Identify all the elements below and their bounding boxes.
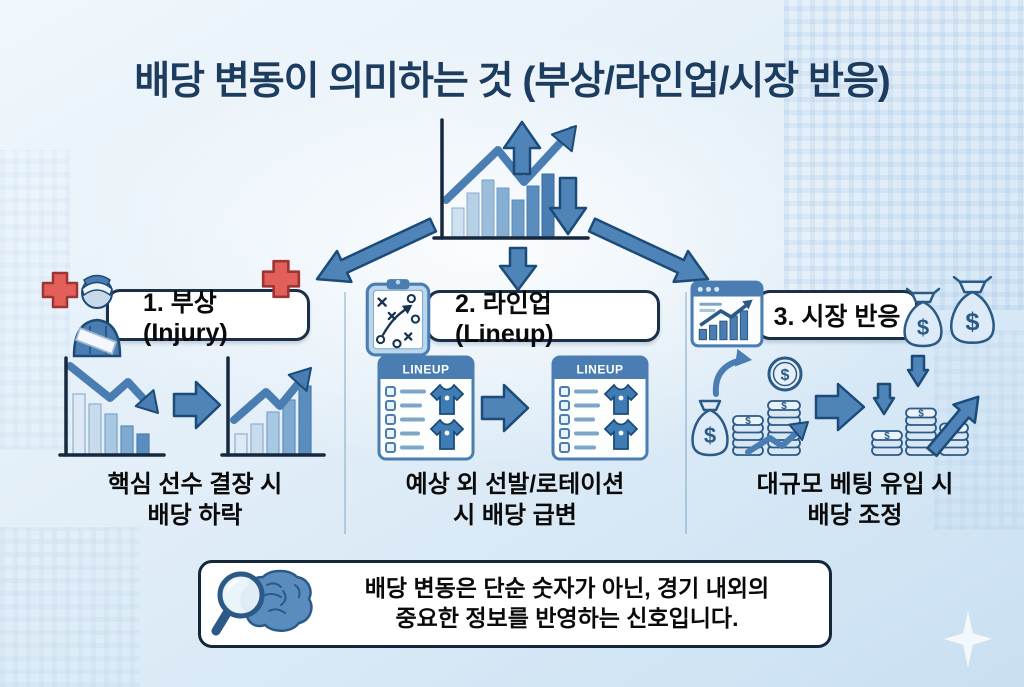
svg-text:$: $ <box>917 315 929 340</box>
lineup-change-graphic: LINEUP <box>377 355 649 461</box>
header-label-market: 3. 시장 반응 <box>773 303 901 331</box>
svg-text:$: $ <box>704 423 716 448</box>
branch-arrow-down <box>498 246 538 292</box>
svg-text:$: $ <box>918 409 924 420</box>
caption-injury-line1: 핵심 선수 결장 시 <box>107 471 283 498</box>
red-cross-icon <box>261 259 301 299</box>
magnifier-brain-icon <box>211 569 313 636</box>
footer-note-line1: 배당 변동은 단순 숫자가 아닌, 경기 내외의 <box>364 575 770 602</box>
header-box-lineup: 2. 라인업 (Lineup) <box>426 290 660 348</box>
odds-drop-to-rise-graphic <box>58 356 326 457</box>
svg-text:$: $ <box>884 431 890 442</box>
pixel-texture-bottom-left <box>0 527 140 687</box>
betting-inflow-graphic: $ $ $ $ <box>691 348 980 458</box>
tactics-clipboard-icon <box>365 279 431 357</box>
svg-text:LINEUP: LINEUP <box>576 363 623 377</box>
pixel-texture-top-right <box>784 0 1024 310</box>
footer-note-line2: 중요한 정보를 반영하는 신호입니다. <box>395 605 739 631</box>
svg-text:$: $ <box>965 308 979 336</box>
header-label-injury: 1. 부상 (Injury) <box>143 288 228 347</box>
footer-note-text: 배당 변동은 단순 숫자가 아닌, 경기 내외의 중요한 정보를 반영하는 신호… <box>315 574 819 634</box>
lineup-card: LINEUP <box>377 355 475 461</box>
page-title: 배당 변동이 의미하는 것 (부상/라인업/시장 반응) <box>134 60 891 103</box>
header-box-market: 3. 시장 반응 <box>756 290 918 340</box>
svg-text:$: $ <box>781 401 787 412</box>
column-divider-1 <box>344 292 346 534</box>
caption-injury-line2: 배당 하락 <box>147 501 243 529</box>
caption-injury: 핵심 선수 결장 시 배당 하락 <box>55 470 335 531</box>
dollar-coin-icon: $ <box>767 356 803 392</box>
odds-trend-chart-icon <box>432 118 590 240</box>
red-cross-icon <box>41 271 79 309</box>
caption-lineup-line2: 시 배당 급변 <box>453 501 577 529</box>
branch-arrow-left <box>315 217 438 284</box>
sparkle-icon <box>944 610 992 668</box>
footer-note-box: 배당 변동은 단순 숫자가 아닌, 경기 내외의 중요한 정보를 반영하는 신호… <box>198 560 832 648</box>
svg-text:$: $ <box>781 367 790 384</box>
injured-player-icon <box>72 274 122 358</box>
magnifier-icon <box>211 571 265 636</box>
coin-stack: $ <box>732 415 764 456</box>
caption-lineup: 예상 외 선발/로테이션 시 배당 급변 <box>368 470 662 531</box>
svg-text:$: $ <box>745 416 751 427</box>
caption-market-line1: 대규모 베팅 유입 시 <box>756 471 954 498</box>
caption-market: 대규모 베팅 유입 시 배당 조정 <box>706 470 1004 531</box>
caption-lineup-line1: 예상 외 선발/로테이션 <box>405 471 625 498</box>
svg-text:LINEUP: LINEUP <box>402 363 449 377</box>
header-label-lineup: 2. 라인업 (Lineup) <box>455 289 554 348</box>
coin-stack: $ <box>871 430 903 456</box>
money-bag-icon: $ <box>691 399 729 457</box>
column-divider-2 <box>685 292 687 534</box>
money-bags-icon: $ $ <box>903 276 995 348</box>
header-box-injury: 1. 부상 (Injury) <box>106 289 310 347</box>
lineup-card: LINEUP <box>551 355 649 461</box>
branch-arrow-right <box>587 217 710 284</box>
caption-market-line2: 배당 조정 <box>807 501 903 529</box>
market-chart-window-icon <box>690 280 764 348</box>
